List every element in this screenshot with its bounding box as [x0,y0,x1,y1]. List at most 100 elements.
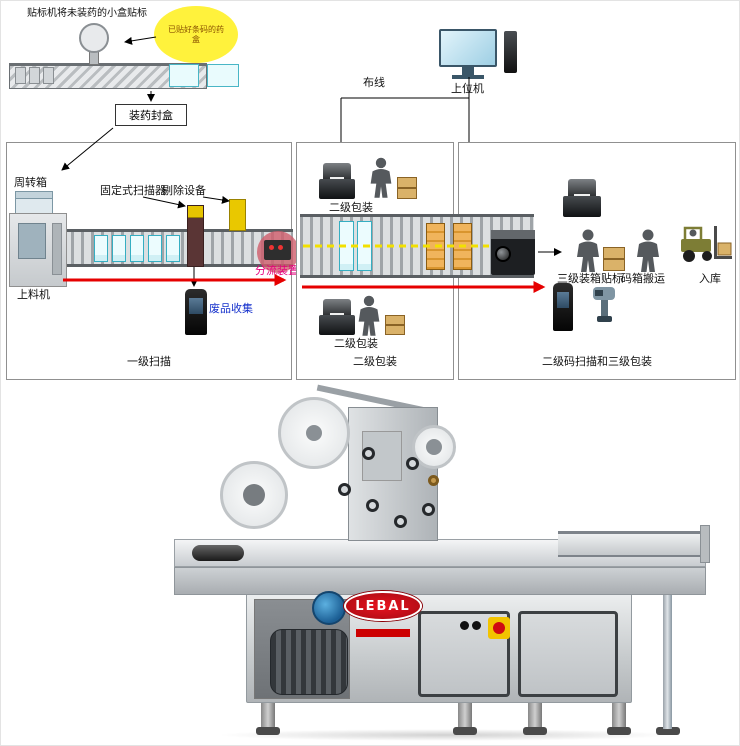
case-labeling-label: 三级装箱贴标 [557,272,623,285]
guide-disc [412,425,456,469]
host-label: 上位机 [451,82,484,95]
machine-shadow [216,729,676,741]
outfeed-support [663,567,672,729]
infeed-roller [192,545,244,561]
machine-foot [656,727,680,735]
pallet-moving-label: 码箱搬运 [621,272,665,285]
small-box [43,67,54,84]
fixed-scanner-icon [187,205,204,267]
scanner-cap [188,206,203,218]
carton-stack-icon [603,247,627,273]
panel-primary-scan: 周转箱 上料机 固定式扫描器 剔除设备 分流装置 废品收集 一级扫描 [6,142,299,380]
small-box [15,67,26,84]
guide-roller [406,457,419,470]
outfeed-end-plate [700,525,710,563]
waste-bin-icon [185,289,207,335]
carton-box [207,64,239,87]
reject-device-icon [229,199,246,231]
fill-seal-step: 装药封盒 [115,104,187,126]
guide-roller [338,483,351,496]
feeder-label: 上料机 [15,288,52,302]
guide-roller [394,515,407,528]
emergency-stop-button [488,617,510,639]
outfeed-conveyor [558,531,708,557]
feeder-machine-image [9,213,67,287]
blue-roll [312,591,346,625]
feeder-panel [52,223,62,275]
carton-box [169,64,199,87]
machine-foot [256,727,280,735]
secondary-packing-top-label: 二级包装 [329,201,373,214]
secondary-packing-bottom-label: 二级包装 [334,337,378,350]
panel-tertiary-caption: 二级码扫描和三级包装 [542,355,652,368]
worker-icon [571,229,605,273]
carton-stack-icon [397,177,419,201]
monitor-stand [462,67,474,75]
monitor-screen [439,29,497,67]
fixed-scanner-label: 固定式扫描器 [100,184,166,197]
labeler-caption: 贴标机将未装药的小盒贴标 [27,8,147,19]
wiring-label: 布线 [363,76,385,89]
waste-bin-screen [189,298,203,314]
carton-stack-icon [385,315,407,337]
panel-primary-caption: 一级扫描 [127,355,171,368]
worker-icon [365,157,397,199]
feeder-window [18,223,46,259]
brand-text: LEBAL [355,598,411,614]
camera-lens [495,246,511,262]
forklift-icon [677,223,735,265]
machine-foot [453,727,477,735]
small-box [29,67,40,84]
machine-foot [523,727,547,735]
guide-roller [366,499,379,512]
guide-roller [362,447,375,460]
product-box [357,221,372,271]
label-reel-icon [79,23,109,53]
monitor-base [452,75,484,79]
drive-motor [270,629,348,695]
labeled-carton [453,223,472,270]
brand-logo: LEBAL [344,591,422,621]
worker-icon [631,229,665,273]
labeled-box-highlight: 已贴好条码的药盒 [154,6,238,63]
machine-leg [612,699,626,731]
product-box [112,235,126,262]
product-box [94,235,108,262]
control-knob [472,621,481,630]
guide-roller [422,503,435,516]
labeled-box-note: 已贴好条码的药盒 [168,24,224,44]
worker-icon [353,295,385,337]
turnover-box-lid [16,192,52,199]
code-camera-icon [491,230,535,275]
product-box [148,235,162,262]
product-box [130,235,144,262]
brand-strip [356,629,410,637]
unwind-disc [278,397,350,469]
machine-leg [261,699,275,731]
scanner-station-icon [553,283,573,331]
labeling-machine-photo: LEBAL [166,384,716,745]
control-knob [460,621,469,630]
printer-icon [319,163,355,199]
waste-collect-label: 废品收集 [209,302,253,315]
panel-secondary-caption: 二级包装 [353,355,397,368]
fill-seal-label: 装药封盒 [129,109,173,122]
diverter-device-icon [264,240,291,260]
warehouse-in-label: 入库 [699,272,721,285]
product-box [166,235,180,262]
scanner-gun-icon [591,285,617,325]
printer-icon [319,299,355,335]
turnover-box-label: 周转箱 [14,176,47,189]
rewind-disc [220,461,288,529]
machine-foot [607,727,631,735]
reject-device-label: 剔除设备 [162,184,206,197]
monitor-icon [439,29,499,79]
printer-icon [563,179,601,217]
brass-roller [428,475,439,486]
bed-front [174,567,706,595]
machine-leg [458,699,472,731]
labeled-carton [426,223,445,270]
product-box [339,221,354,271]
cabinet-door [518,611,618,697]
